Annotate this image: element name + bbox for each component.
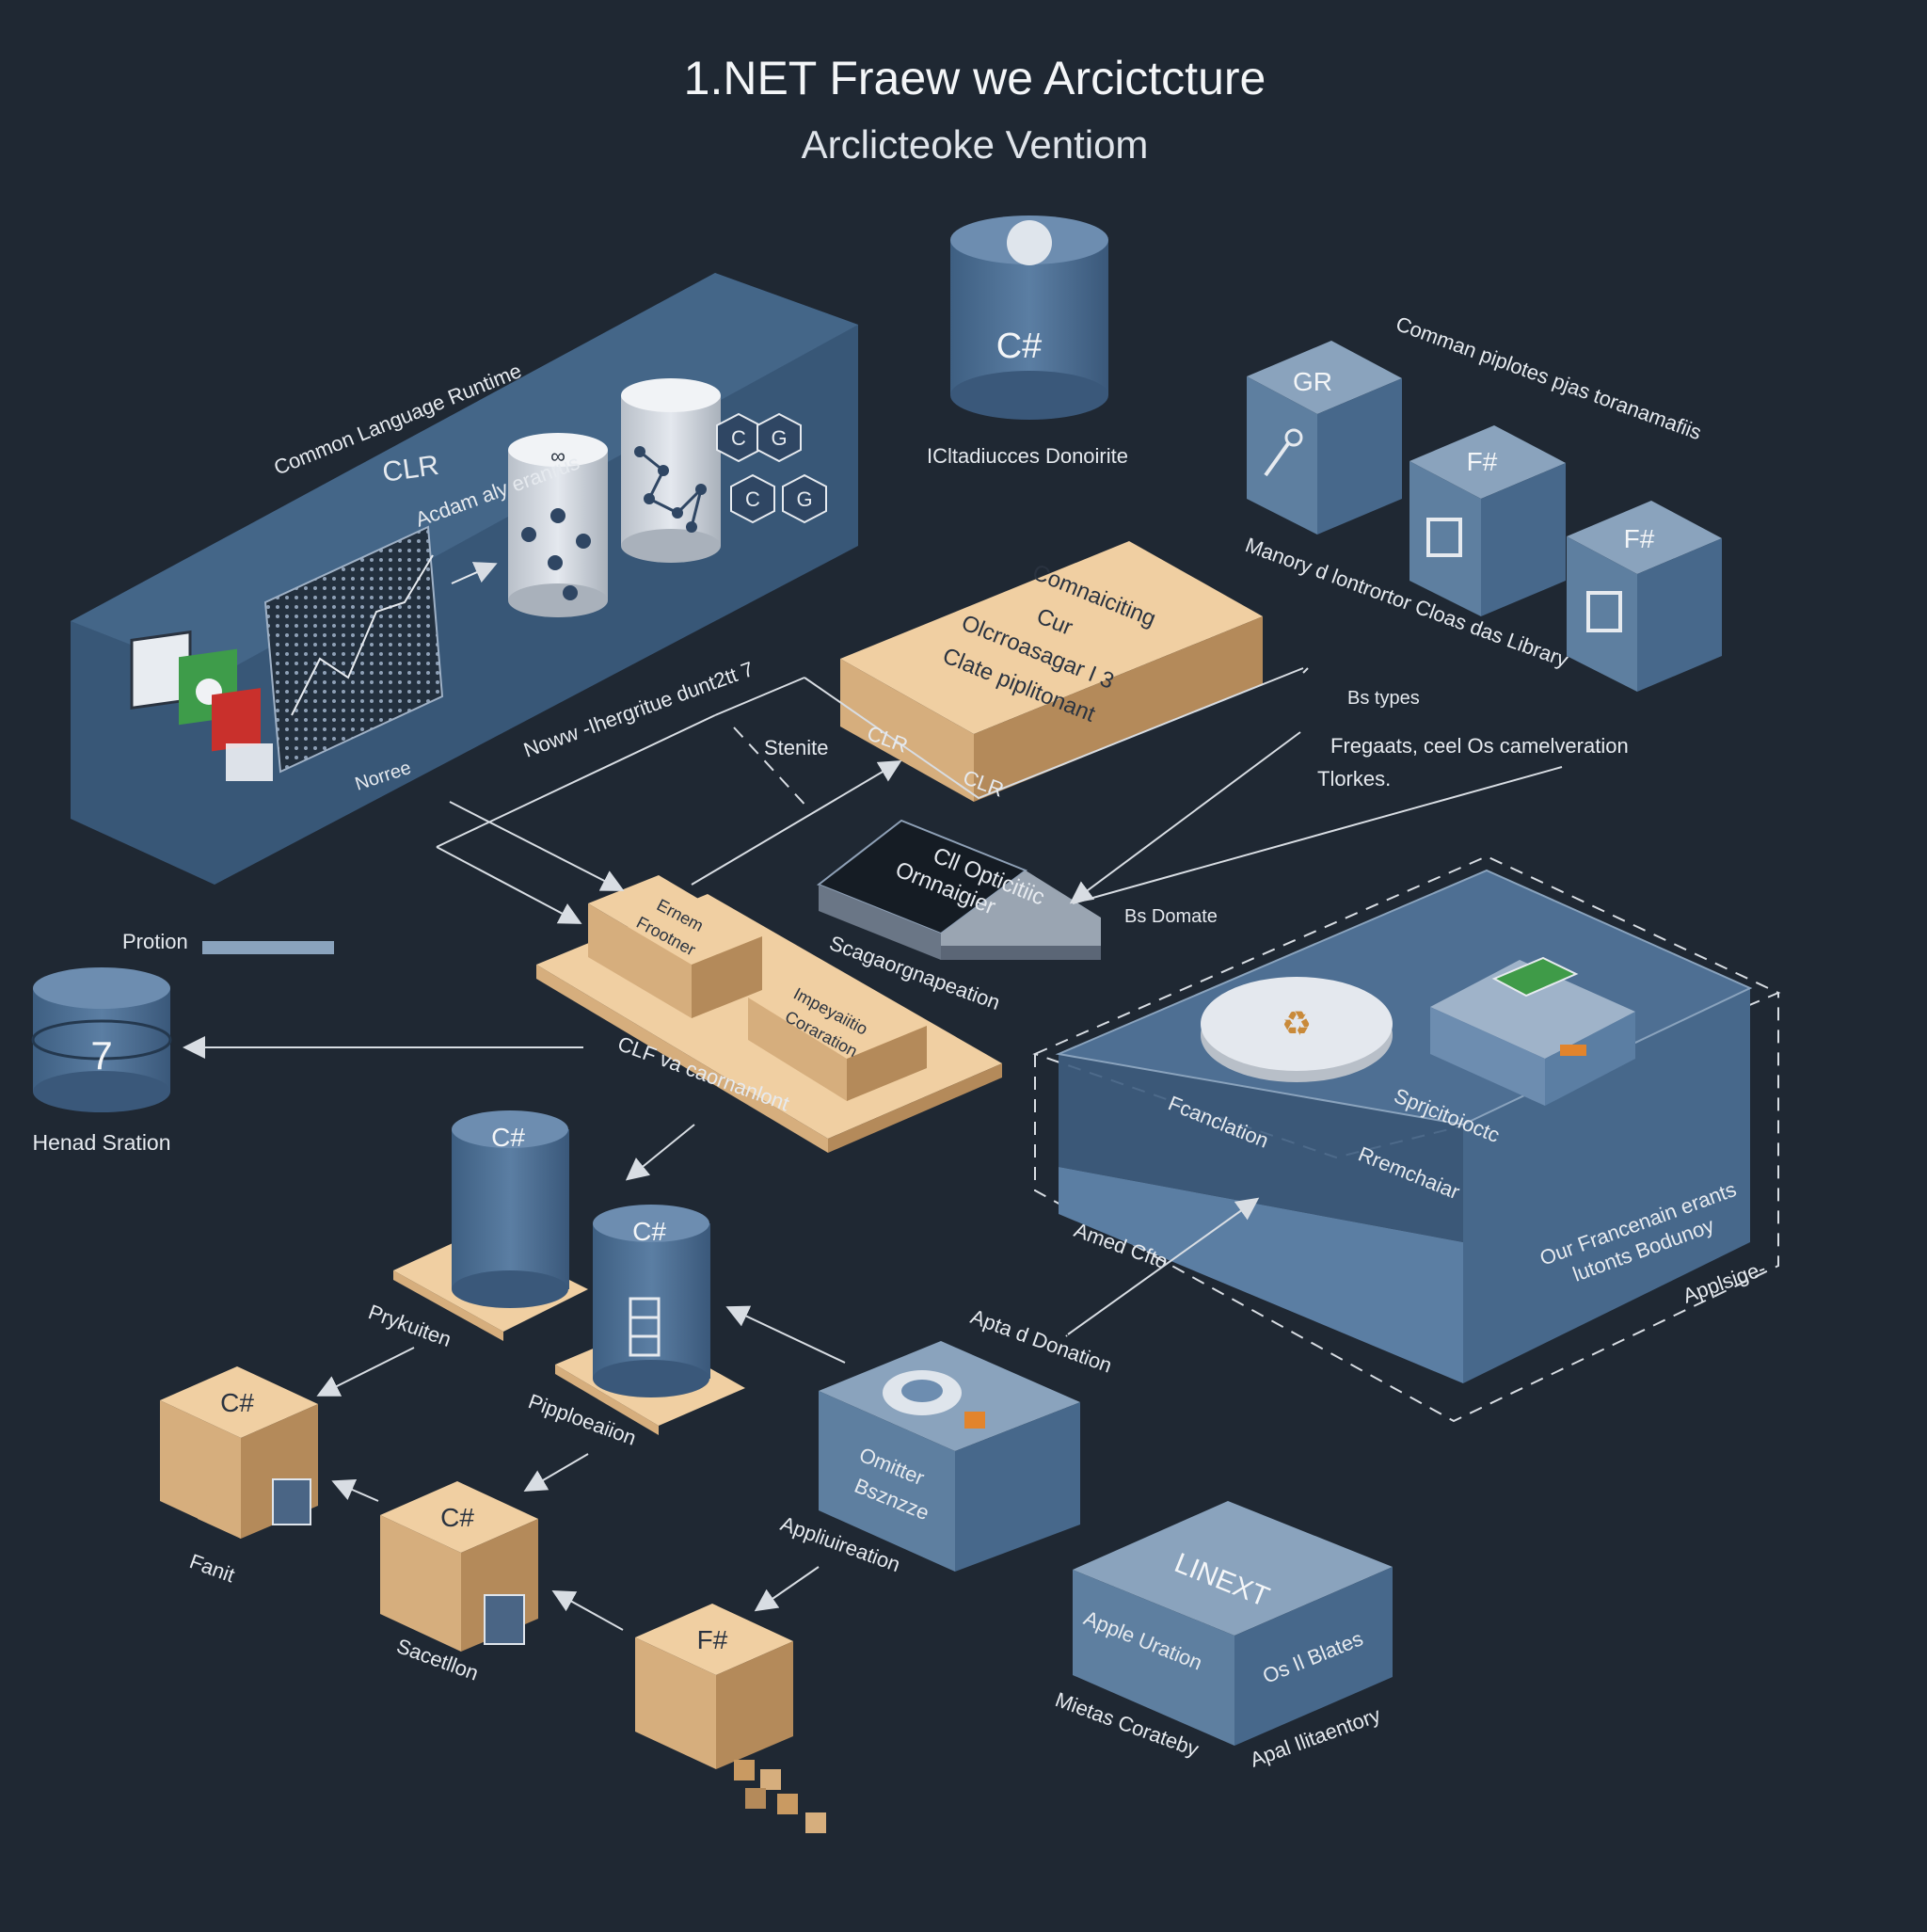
bottom-cube-2-label: C# <box>440 1503 474 1532</box>
hex-badges: C G C G <box>716 412 827 524</box>
stenite-label: Stenite <box>764 736 829 759</box>
recycle-icon: ♻ <box>1282 1004 1312 1043</box>
fregaats-label: Fregaats, ceel Os camelveration <box>1330 734 1629 758</box>
framework-box: ♻ <box>1032 854 1781 1423</box>
top-cylinder-badge: C# <box>996 327 1043 366</box>
omitter-box: Omitter Bsznzze <box>819 1341 1080 1572</box>
hex-badge-1: C <box>731 426 746 450</box>
storage-cylinder: 7 <box>31 967 172 1112</box>
bottom-cube-1: C# <box>160 1366 318 1539</box>
page-title: 1.NET Fraew we Arcictcture <box>684 52 1266 104</box>
mid-cylinder-1-caption: Prykuiten <box>365 1300 454 1351</box>
dark-chip: Cll Opticitiic Ornnaigier <box>817 819 1101 960</box>
bottom-cube-3-label: F# <box>697 1625 728 1654</box>
cube-fsharp-1-label: F# <box>1467 447 1498 476</box>
bottom-cube-1-caption: Fanit <box>186 1549 238 1587</box>
page-subtitle: Arclicteoke Ventiom <box>802 122 1149 167</box>
document-icon <box>130 630 273 781</box>
center-tan-slab: Comnaiciting Cur Olcrroasagar I 3 Clate … <box>840 541 1263 802</box>
cube-fsharp-2: F# <box>1567 501 1722 692</box>
protion-bar <box>202 941 334 954</box>
bs-types-label: Bs types <box>1347 688 1420 709</box>
cube-gr: GR <box>1247 341 1402 535</box>
storage-glyph: 7 <box>90 1033 112 1078</box>
hex-badge-2: G <box>771 426 787 450</box>
tlorkes-label: Tlorkes. <box>1317 767 1391 790</box>
clr-panel: ∞ C G C G <box>71 273 858 885</box>
mid-cylinder-2-label: C# <box>632 1217 666 1246</box>
bottom-cube-1-label: C# <box>220 1388 254 1417</box>
top-csharp-cylinder: C# <box>950 216 1108 420</box>
grey-cylinder-icon: ∞ <box>508 433 608 617</box>
cube-gr-label: GR <box>1293 367 1332 396</box>
network-cylinder-icon <box>621 378 721 563</box>
linext-box: LINEXT Apple Uration Os Il Blates <box>1073 1501 1393 1746</box>
bottom-cube-3: F# <box>635 1604 826 1833</box>
protion-label: Protion <box>122 930 188 953</box>
svg-text:∞: ∞ <box>550 444 565 468</box>
mid-cylinder-1: C# <box>393 1110 588 1341</box>
hex-badge-3: C <box>745 487 760 511</box>
bottom-cube-2: C# <box>380 1481 538 1652</box>
hex-badge-4: G <box>796 487 812 511</box>
cube-fsharp-2-label: F# <box>1624 524 1655 553</box>
tan-platform: Ernem Frootner Impeyaiitio Coraration <box>536 875 1002 1153</box>
connectors <box>183 667 1563 1631</box>
grid-chip <box>263 525 444 774</box>
cubes-caption-top: Comman piplotes pjas toranamafiis <box>1393 311 1704 444</box>
cube-fsharp-1: F# <box>1409 425 1566 616</box>
mid-cylinder-2: C# <box>555 1205 745 1435</box>
storage-caption: Henad Sration <box>32 1130 170 1155</box>
top-cylinder-caption: ICltadiucces Donoirite <box>927 444 1128 468</box>
bs-domate-label: Bs Domate <box>1124 906 1218 927</box>
mid-cylinder-1-label: C# <box>491 1123 525 1152</box>
